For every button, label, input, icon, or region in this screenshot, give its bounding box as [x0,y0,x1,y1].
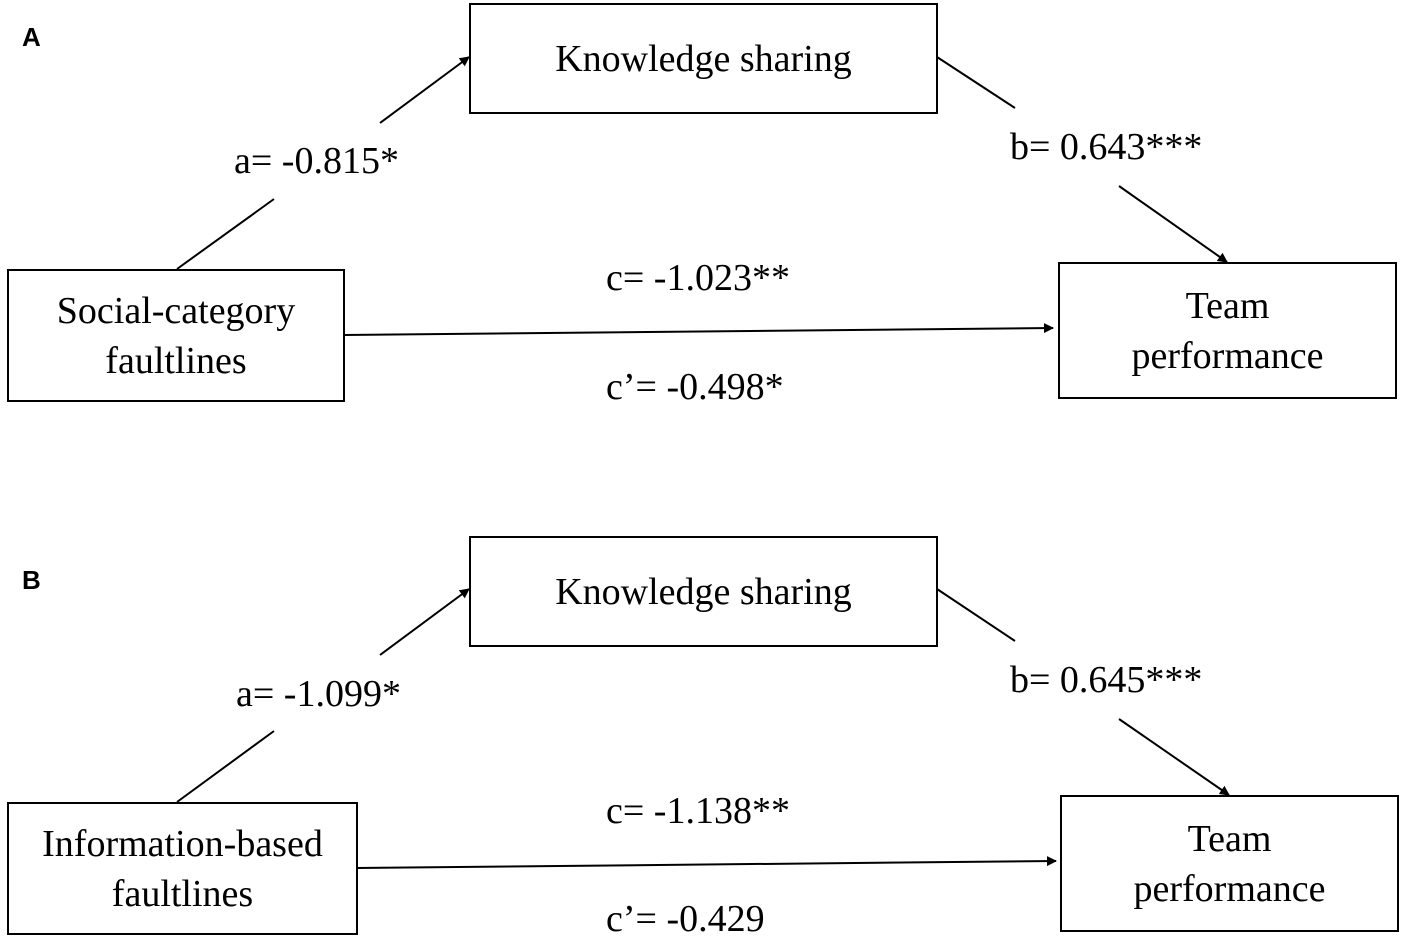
panel-a-path-a-lower-line [176,198,275,270]
panel-b-outcome-line-2: performance [1133,867,1326,910]
panel-a-predictor-line-1: Social-category [56,289,296,332]
panel-a-outcome-box: Team performance [1058,262,1397,399]
panel-a-label: A [22,22,41,52]
panel-b-path-b-arrow [1118,718,1230,796]
panel-b-outcome-box: Team performance [1060,795,1399,932]
panel-a-predictor-line-2: faultlines [105,339,247,382]
panel-b-path-c-label: c= -1.138** [606,790,790,832]
panel-b-mediator-text: Knowledge sharing [555,570,852,613]
panel-a-path-b-arrow [1118,185,1228,263]
panel-a-predictor-box: Social-category faultlines [7,269,345,402]
panel-b-path-a-arrow [379,588,470,656]
panel-a-outcome-line-2: performance [1131,334,1324,377]
panel-a-path-a-label: a= -0.815* [234,140,399,182]
panel-a-path-c-label: c= -1.023** [606,257,790,299]
panel-b-mediator-box: Knowledge sharing [469,536,938,647]
panel-b-predictor-line-1: Information-based [42,822,323,865]
panel-b-predictor-line-2: faultlines [111,872,254,915]
panel-b-outcome-line-1: Team [1187,817,1272,860]
panel-b-path-a-label: a= -1.099* [236,673,401,715]
panel-b-label: B [22,565,41,595]
panel-b-path-c-arrow [356,856,1057,869]
panel-b-predictor-box: Information-based faultlines [7,802,358,935]
panel-b-path-b-label: b= 0.645*** [1010,659,1203,701]
panel-a-path-c-arrow [343,323,1054,336]
panel-a-mediator-box: Knowledge sharing [469,3,938,114]
panel-a-outcome-line-1: Team [1185,284,1270,327]
panel-b-path-a-lower-line [176,730,275,803]
panel-b-path-c-prime-label: c’= -0.429 [606,898,765,940]
panel-a-path-a-arrow [379,56,470,124]
panel-a-path-b-upper-line [936,56,1016,109]
panel-a-path-c-prime-label: c’= -0.498* [606,366,784,408]
panel-a-mediator-text: Knowledge sharing [555,37,852,80]
panel-b-path-b-upper-line [936,588,1016,642]
panel-a-path-b-label: b= 0.643*** [1010,126,1203,168]
